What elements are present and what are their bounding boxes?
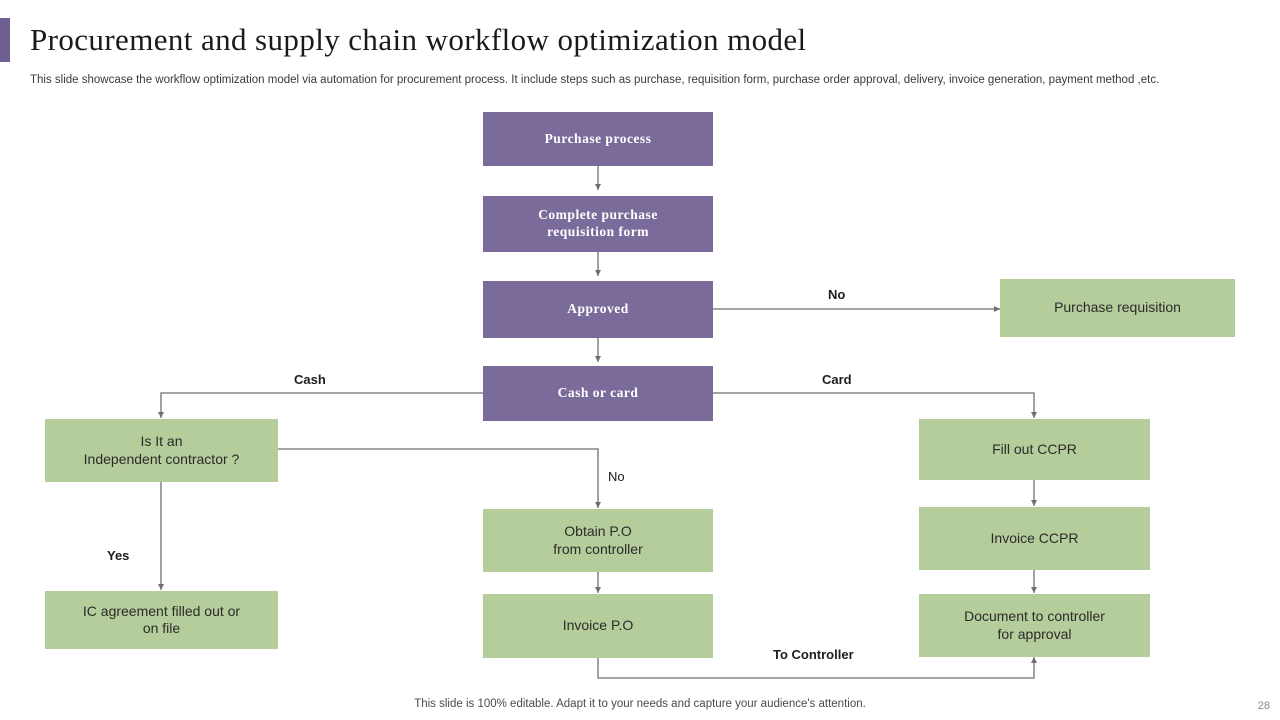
page-subtitle: This slide showcase the workflow optimiz… (30, 74, 1160, 86)
edge-label-no-approved: No (828, 287, 846, 302)
edge-label-to-controller: To Controller (773, 647, 854, 662)
edge-label-cash: Cash (294, 372, 326, 387)
node-is-it-an-independent-contractor[interactable]: Is It an Independent contractor ? (45, 419, 278, 482)
edge-label-card: Card (822, 372, 852, 387)
node-fill-out-ccpr[interactable]: Fill out CCPR (919, 419, 1150, 480)
node-invoice-po[interactable]: Invoice P.O (483, 594, 713, 658)
edge-label-yes-contractor: Yes (107, 548, 130, 563)
page-number: 28 (1257, 700, 1270, 712)
footer-note: This slide is 100% editable. Adapt it to… (414, 698, 866, 710)
node-purchase-requisition[interactable]: Purchase requisition (1000, 279, 1235, 337)
node-ic-agreement-filled-out-or-on-file[interactable]: IC agreement filled out or on file (45, 591, 278, 649)
node-obtain-po-from-controller[interactable]: Obtain P.O from controller (483, 509, 713, 572)
page-title: Procurement and supply chain workflow op… (30, 22, 807, 57)
node-complete-purchase-requisition-form[interactable]: Complete purchase requisition form (483, 196, 713, 252)
node-approved[interactable]: Approved (483, 281, 713, 338)
node-cash-or-card[interactable]: Cash or card (483, 366, 713, 421)
title-accent-bar (0, 18, 10, 62)
node-document-to-controller-for-approval[interactable]: Document to controller for approval (919, 594, 1150, 657)
node-purchase-process[interactable]: Purchase process (483, 112, 713, 166)
edge-label-no-contractor: No (608, 469, 625, 484)
node-invoice-ccpr[interactable]: Invoice CCPR (919, 507, 1150, 570)
